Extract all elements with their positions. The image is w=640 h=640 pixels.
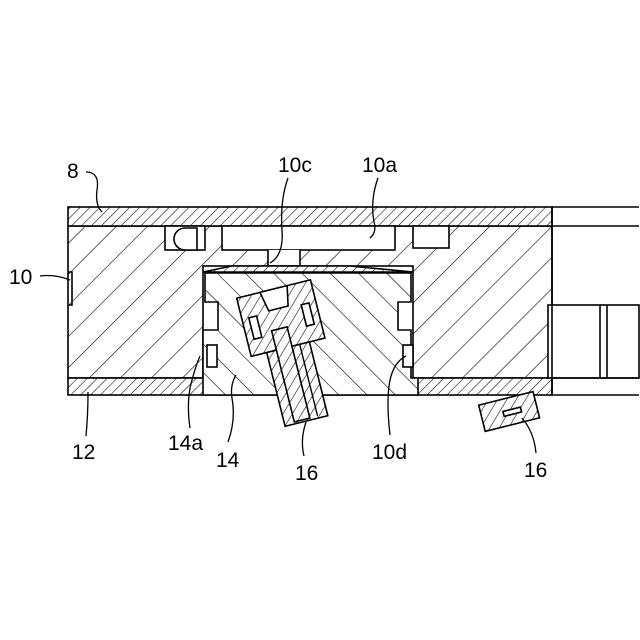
top-recess-10a [222, 226, 395, 250]
label-12: 12 [72, 441, 95, 464]
recess-passage [268, 250, 300, 266]
top-plate-8 [68, 207, 552, 226]
label-10d: 10d [372, 441, 407, 464]
label-14a: 14a [168, 432, 203, 455]
half-round-element [174, 228, 197, 250]
label-10: 10 [9, 266, 32, 289]
label-10a: 10a [362, 154, 397, 177]
leader-8 [86, 172, 102, 212]
element-10d [403, 345, 413, 367]
right-structure-middle [548, 305, 639, 378]
leader-16-right [522, 418, 536, 453]
label-14: 14 [216, 449, 240, 472]
right-recess [413, 226, 449, 248]
element-14a [207, 345, 217, 367]
leader-10 [40, 276, 70, 281]
tilted-part-16-right [479, 392, 540, 432]
label-10c: 10c [278, 154, 312, 177]
right-structure-top [552, 207, 639, 226]
label-16-center: 16 [295, 462, 318, 485]
label-16-right: 16 [524, 459, 547, 482]
label-8: 8 [67, 160, 79, 183]
leader-16-center [302, 422, 306, 456]
leader-12 [86, 392, 88, 436]
